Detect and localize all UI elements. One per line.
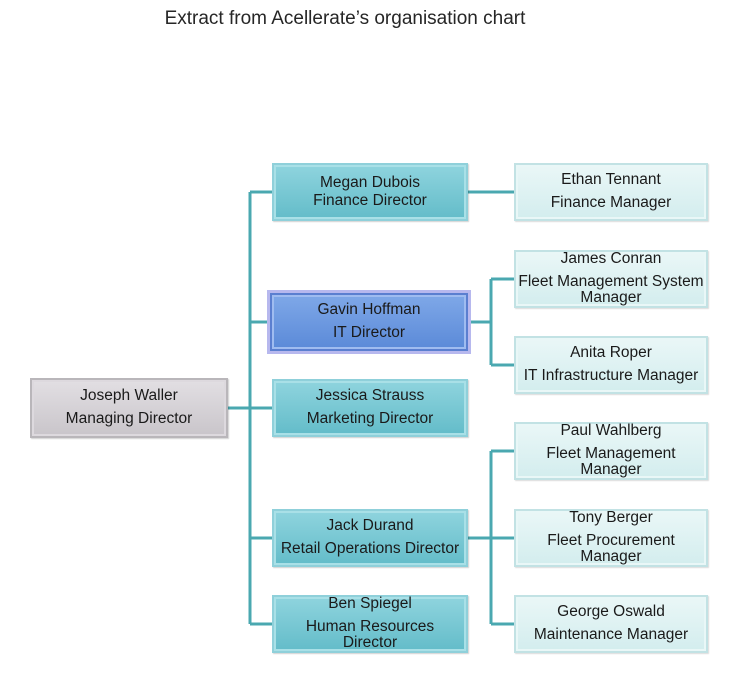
node-jack-durand[interactable]: Jack Durand Retail Operations Director [272, 509, 468, 567]
node-name: Ethan Tennant [561, 171, 661, 189]
node-name: Jessica Strauss [315, 387, 425, 405]
node-jessica-strauss[interactable]: Jessica Strauss Marketing Director [272, 379, 468, 437]
node-ben-spiegel[interactable]: Ben Spiegel Human Resources Director [272, 595, 468, 653]
node-megan-dubois[interactable]: Megan Dubois Finance Director [272, 163, 468, 221]
node-role: Managing Director [65, 410, 193, 427]
node-role: Fleet Management Manager [546, 444, 676, 479]
node-name: Megan Dubois [320, 173, 420, 191]
node-name: Anita Roper [570, 344, 652, 362]
node-gavin-hoffman[interactable]: Gavin Hoffman IT Director [270, 293, 468, 351]
node-tony-berger[interactable]: Tony Berger Fleet Procurement Manager [514, 509, 708, 567]
node-name: Jack Durand [326, 517, 414, 535]
node-role: Fleet Management System Manager [518, 272, 704, 307]
node-name: Ben Spiegel [328, 594, 412, 612]
node-james-conran[interactable]: James Conran Fleet Management System Man… [514, 250, 708, 308]
node-role: Maintenance Manager [533, 626, 689, 643]
node-role: Human Resources Director [305, 617, 435, 652]
node-role: Retail Operations Director [280, 540, 460, 557]
node-role: Fleet Procurement Manager [547, 531, 675, 566]
node-name: Gavin Hoffman [317, 301, 421, 319]
node-joseph-waller[interactable]: Joseph Waller Managing Director [30, 378, 228, 438]
node-name: James Conran [560, 249, 662, 267]
node-george-oswald[interactable]: George Oswald Maintenance Manager [514, 595, 708, 653]
node-ethan-tennant[interactable]: Ethan Tennant Finance Manager [514, 163, 708, 221]
node-role: Marketing Director [306, 410, 434, 427]
node-anita-roper[interactable]: Anita Roper IT Infrastructure Manager [514, 336, 708, 394]
node-role: Finance Director [313, 191, 427, 209]
chart-title: Extract from Acellerate’s organisation c… [164, 8, 526, 29]
node-name: Joseph Waller [80, 387, 178, 405]
node-role: IT Director [332, 324, 406, 341]
node-name: Paul Wahlberg [560, 421, 662, 439]
node-name: George Oswald [557, 603, 665, 621]
node-paul-wahlberg[interactable]: Paul Wahlberg Fleet Management Manager [514, 422, 708, 480]
node-role: IT Infrastructure Manager [523, 367, 699, 384]
node-role: Finance Manager [550, 194, 672, 211]
node-name: Tony Berger [569, 508, 653, 526]
